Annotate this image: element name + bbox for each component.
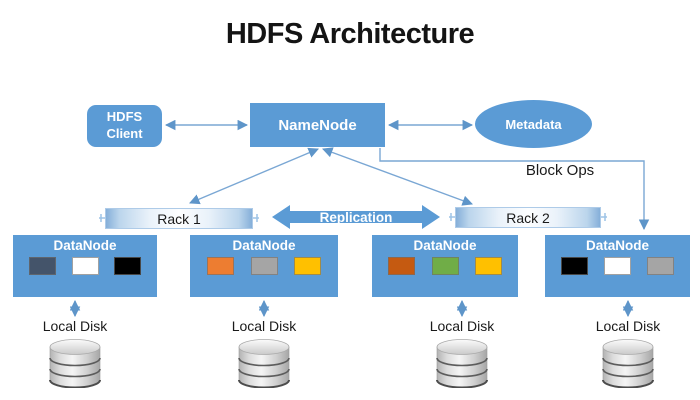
disk-cylinder-icon [238, 338, 290, 388]
datanode-1: DataNode [13, 235, 157, 297]
arrow-namenode-rack2 [322, 147, 473, 206]
disk-cylinder-icon [49, 338, 101, 388]
namenode-node: NameNode [250, 103, 385, 147]
datanode-3: DataNode [372, 235, 518, 297]
rack-2-label: Rack 2 [506, 209, 550, 226]
data-block [431, 257, 459, 275]
block-ops-label: Block Ops [525, 162, 595, 179]
data-block [114, 257, 142, 275]
datanode-3-label: DataNode [413, 238, 477, 253]
data-block [28, 257, 56, 275]
datanode-4: DataNode [545, 235, 690, 297]
datanode-4-blocks [545, 257, 690, 275]
local-disk-4-label: Local Disk [595, 318, 661, 334]
rack-2-bar: Rack 2 [455, 207, 601, 228]
replication-label: Replication [319, 210, 393, 225]
datanode-1-label: DataNode [53, 238, 117, 253]
arrow-namenode-rack1 [189, 147, 319, 205]
replication-arrow [272, 205, 440, 229]
disk-cylinder-icon [602, 338, 654, 388]
data-block [561, 257, 588, 275]
datanode-3-blocks [372, 257, 518, 275]
local-disk-3-label: Local Disk [429, 318, 495, 334]
data-block [250, 257, 278, 275]
datanode-2: DataNode [190, 235, 338, 297]
metadata-label: Metadata [505, 116, 562, 132]
data-block [294, 257, 322, 275]
datanode-4-label: DataNode [585, 238, 649, 253]
hdfs-client-node: HDFS Client [87, 105, 162, 147]
data-block [604, 257, 631, 275]
data-block [474, 257, 502, 275]
data-block [71, 257, 99, 275]
rack-1-bar: Rack 1 [105, 208, 253, 229]
hdfs-client-label: HDFS Client [106, 109, 143, 141]
local-disk-2-label: Local Disk [231, 318, 297, 334]
datanode-2-blocks [190, 257, 338, 275]
datanode-1-blocks [13, 257, 157, 275]
rack-end-stubs [99, 213, 607, 222]
data-block [647, 257, 674, 275]
data-block [388, 257, 416, 275]
disk-cylinder-icon [436, 338, 488, 388]
namenode-label: NameNode [278, 116, 357, 134]
metadata-node: Metadata [475, 100, 592, 148]
local-disk-1-label: Local Disk [42, 318, 108, 334]
data-block [206, 257, 234, 275]
diagram-title: HDFS Architecture [225, 18, 475, 50]
datanode-2-label: DataNode [232, 238, 296, 253]
rack-1-label: Rack 1 [157, 210, 201, 227]
arrow-block-ops [379, 148, 650, 231]
